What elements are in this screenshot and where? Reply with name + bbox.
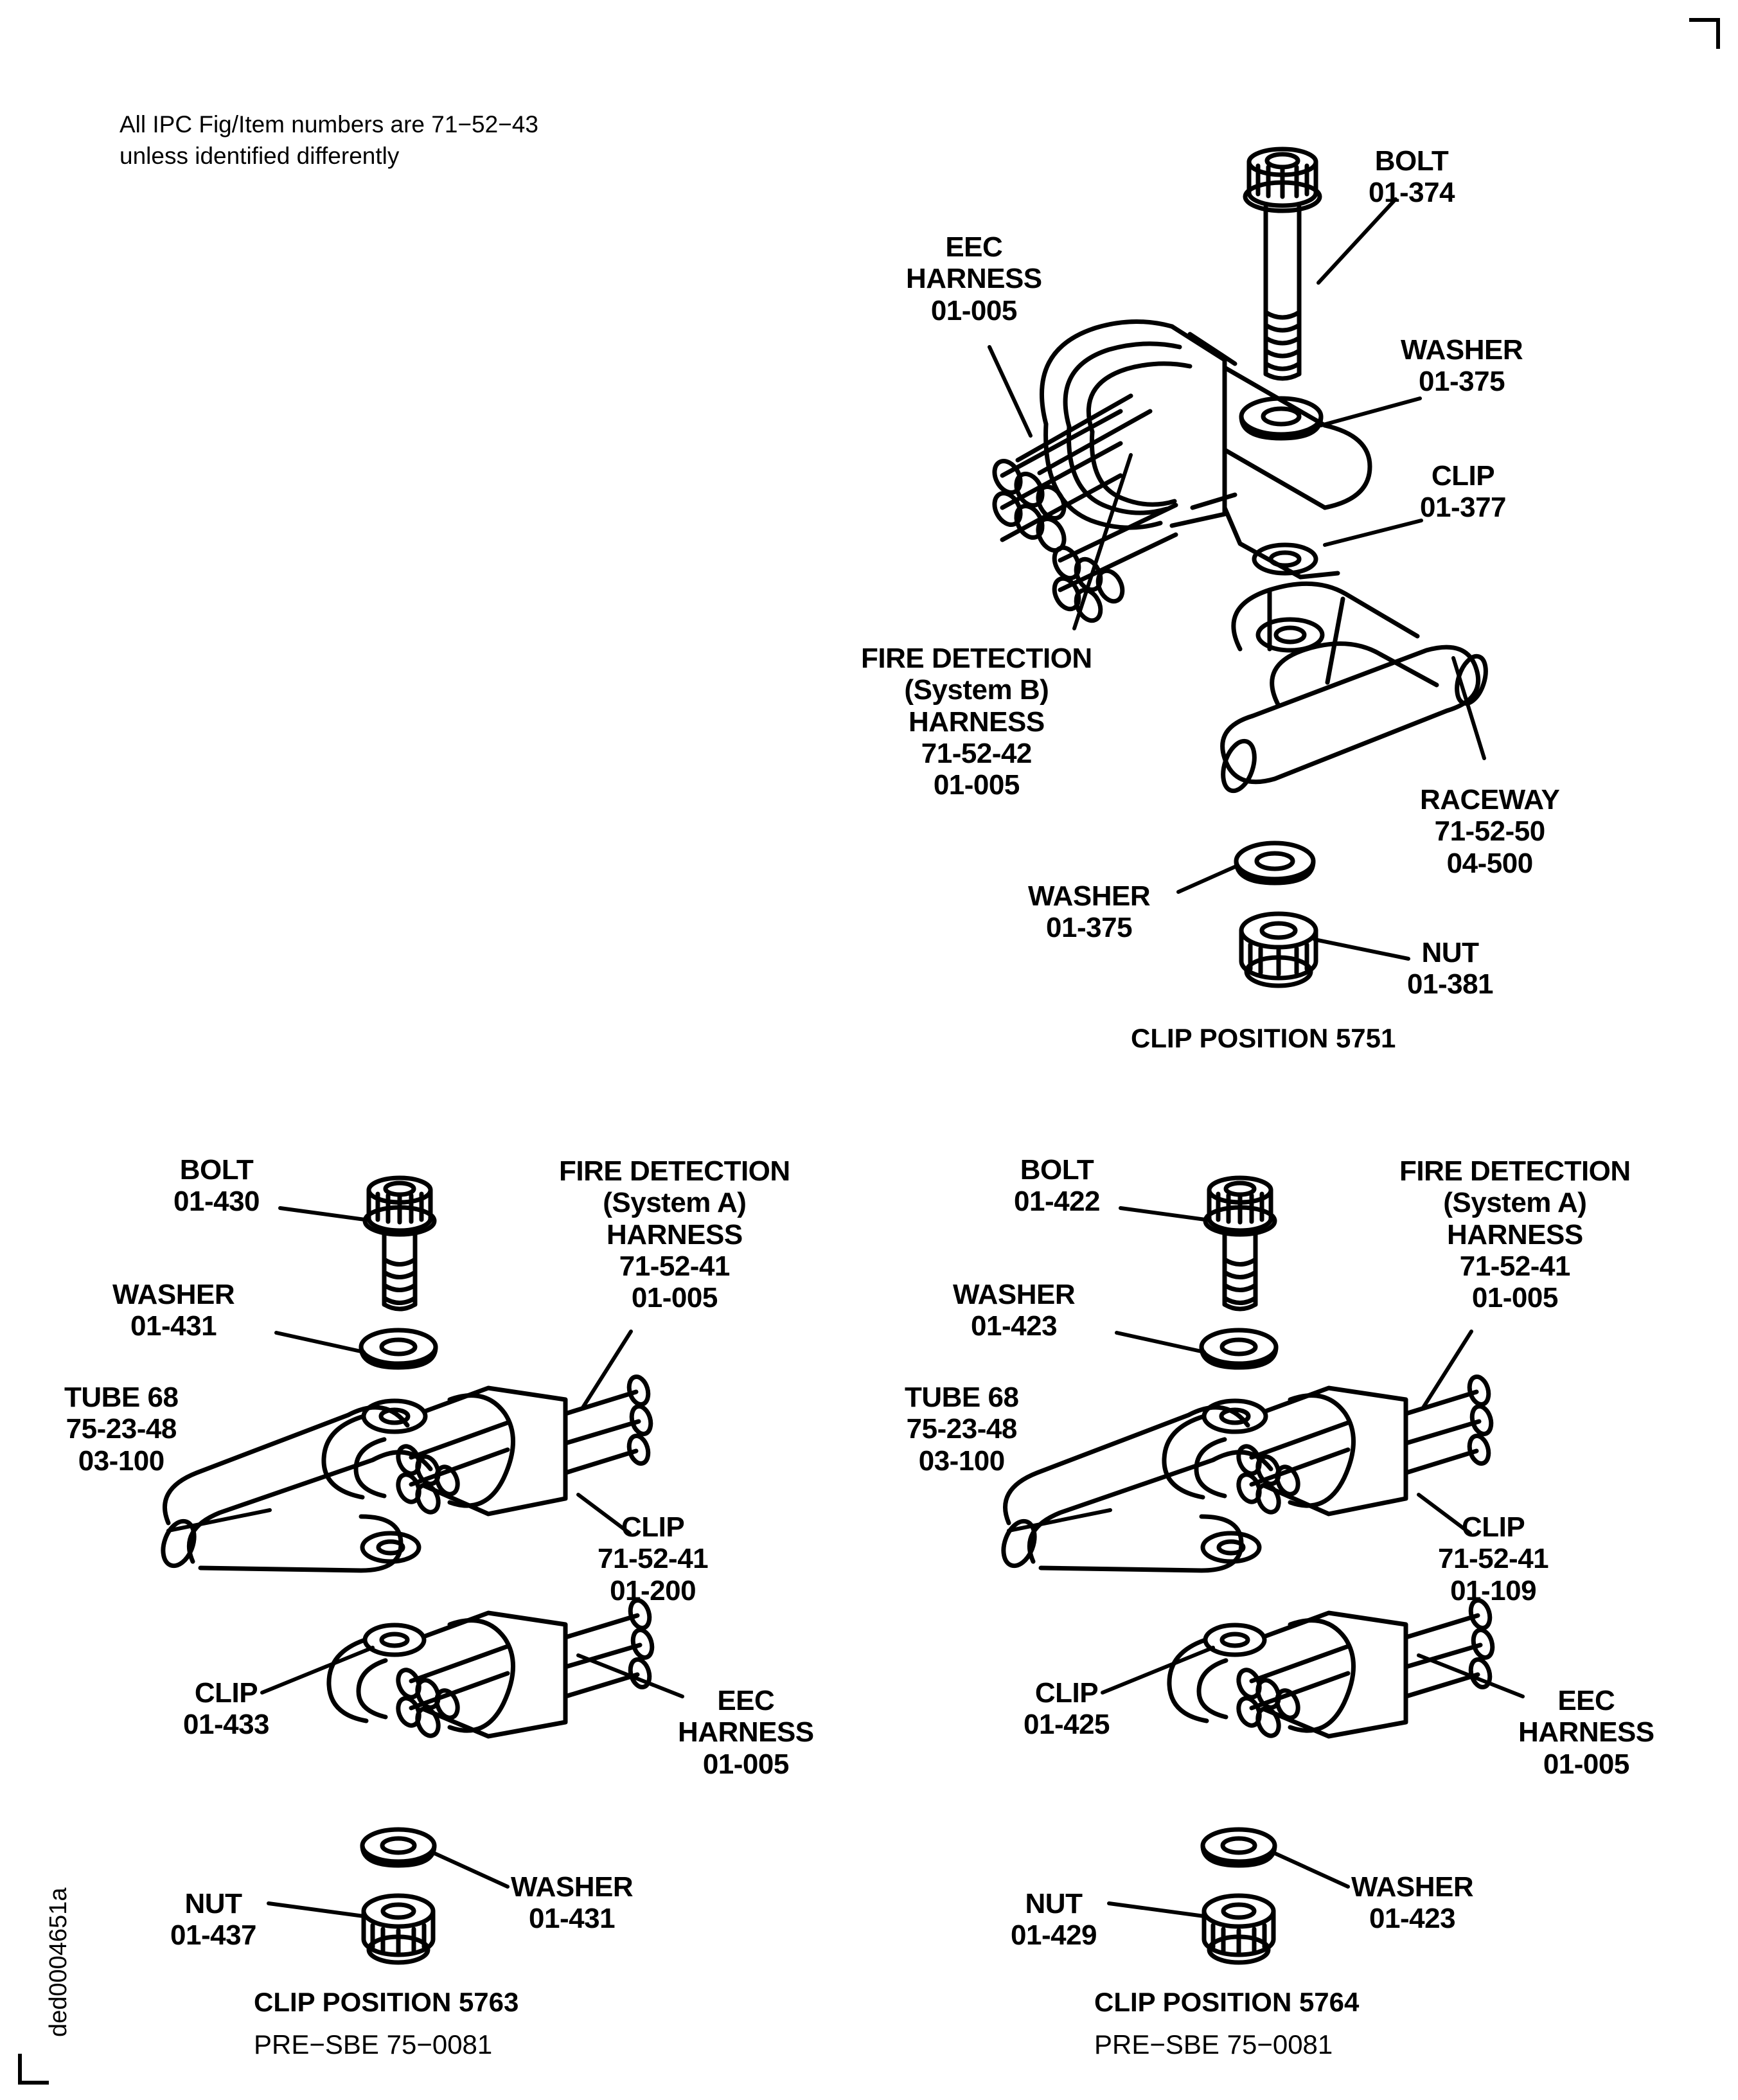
bolt-01-430 xyxy=(362,1175,437,1312)
label-clip-lower-5764: CLIP 01-425 xyxy=(1024,1677,1110,1741)
label-washer-upper-5764: WASHER 01-423 xyxy=(953,1279,1076,1342)
washer-01-431-lower xyxy=(360,1827,437,1868)
label-bolt-5764: BOLT 01-422 xyxy=(1014,1154,1101,1218)
label-clip-upper-5763: CLIP 71-52-41 01-200 xyxy=(598,1511,709,1606)
caption-sub-5763: PRE−SBE 75−0081 xyxy=(254,2029,493,2060)
clip-71-52-41-01-109 xyxy=(1162,1385,1408,1517)
washer-01-423-upper xyxy=(1199,1328,1279,1370)
registration-mark-top-right xyxy=(1689,18,1720,49)
bolt-01-374 xyxy=(1243,147,1322,381)
eec-harness-01-005-5763 xyxy=(396,1598,655,1738)
general-note-line-1: All IPC Fig/Item numbers are 71−52−43 xyxy=(120,111,538,138)
label-washer-lower-5763: WASHER 01-431 xyxy=(511,1871,634,1935)
clip-01-425 xyxy=(1167,1610,1408,1739)
label-washer-upper-5763: WASHER 01-431 xyxy=(112,1279,235,1342)
caption-5763: CLIP POSITION 5763 xyxy=(254,1987,519,2017)
clip-01-377 xyxy=(1040,319,1372,580)
label-eec-harness-5751: EEC HARNESS 01-005 xyxy=(906,231,1042,326)
label-clip-upper-5764: CLIP 71-52-41 01-109 xyxy=(1438,1511,1549,1606)
clip-01-433 xyxy=(326,1610,568,1739)
nut-01-437 xyxy=(361,1893,436,1965)
registration-mark-bottom-left xyxy=(18,2054,49,2085)
eec-harness-01-005-5764 xyxy=(1236,1598,1495,1738)
caption-5764: CLIP POSITION 5764 xyxy=(1094,1987,1360,2017)
tube-68-bracket-5764 xyxy=(1001,1405,1273,1573)
label-clip-lower-5763: CLIP 01-433 xyxy=(183,1677,270,1741)
label-fire-detection-5763: FIRE DETECTION (System A) HARNESS 71-52-… xyxy=(559,1155,790,1314)
label-raceway-5751: RACEWAY 71-52-50 04-500 xyxy=(1420,784,1560,879)
eec-harness-01-005 xyxy=(992,393,1153,553)
label-nut-5764: NUT 01-429 xyxy=(1011,1888,1097,1952)
washer-01-375-lower xyxy=(1234,841,1316,885)
nut-01-429 xyxy=(1202,1893,1276,1965)
figure-5751-art xyxy=(988,147,1488,988)
label-washer-lower-5764: WASHER 01-423 xyxy=(1351,1871,1474,1935)
leader-lines-5751 xyxy=(988,197,1486,961)
fire-detection-harness-71-52-42 xyxy=(1052,503,1178,623)
washer-01-375-upper xyxy=(1239,396,1324,441)
tube-68-bracket-5763 xyxy=(161,1405,433,1573)
label-bolt-5751: BOLT 01-374 xyxy=(1369,145,1455,209)
clip-71-52-41-01-200 xyxy=(321,1385,568,1517)
label-nut-5763: NUT 01-437 xyxy=(170,1888,257,1952)
bolt-01-422 xyxy=(1203,1175,1277,1312)
label-eec-harness-5763: EEC HARNESS 01-005 xyxy=(678,1685,814,1780)
caption-sub-5764: PRE−SBE 75−0081 xyxy=(1094,2029,1333,2060)
nut-01-381 xyxy=(1239,911,1318,988)
fire-detection-harness-system-a-5764 xyxy=(1236,1375,1494,1515)
label-washer-lower-5751: WASHER 01-375 xyxy=(1028,880,1151,944)
label-fire-detection-5764: FIRE DETECTION (System A) HARNESS 71-52-… xyxy=(1399,1155,1631,1314)
label-nut-5751: NUT 01-381 xyxy=(1407,937,1494,1001)
washer-01-423-lower xyxy=(1200,1827,1277,1868)
general-note-line-2: unless identified differently xyxy=(120,143,400,169)
label-tube-5763: TUBE 68 75-23-48 03-100 xyxy=(64,1382,179,1477)
washer-01-431-upper xyxy=(359,1328,438,1370)
caption-5751: CLIP POSITION 5751 xyxy=(1131,1023,1396,1053)
label-eec-harness-5764: EEC HARNESS 01-005 xyxy=(1518,1685,1654,1780)
raceway-71-52-50 xyxy=(1220,581,1488,794)
label-bolt-5763: BOLT 01-430 xyxy=(173,1154,260,1218)
fire-detection-harness-system-a-5763 xyxy=(396,1375,653,1515)
drawing-number: ded0004651a xyxy=(45,1887,72,2037)
label-tube-5764: TUBE 68 75-23-48 03-100 xyxy=(905,1382,1019,1477)
label-washer-upper-5751: WASHER 01-375 xyxy=(1401,334,1523,398)
label-clip-5751: CLIP 01-377 xyxy=(1420,460,1507,524)
label-fire-detection-5751: FIRE DETECTION (System B) HARNESS 71-52-… xyxy=(861,643,1092,801)
